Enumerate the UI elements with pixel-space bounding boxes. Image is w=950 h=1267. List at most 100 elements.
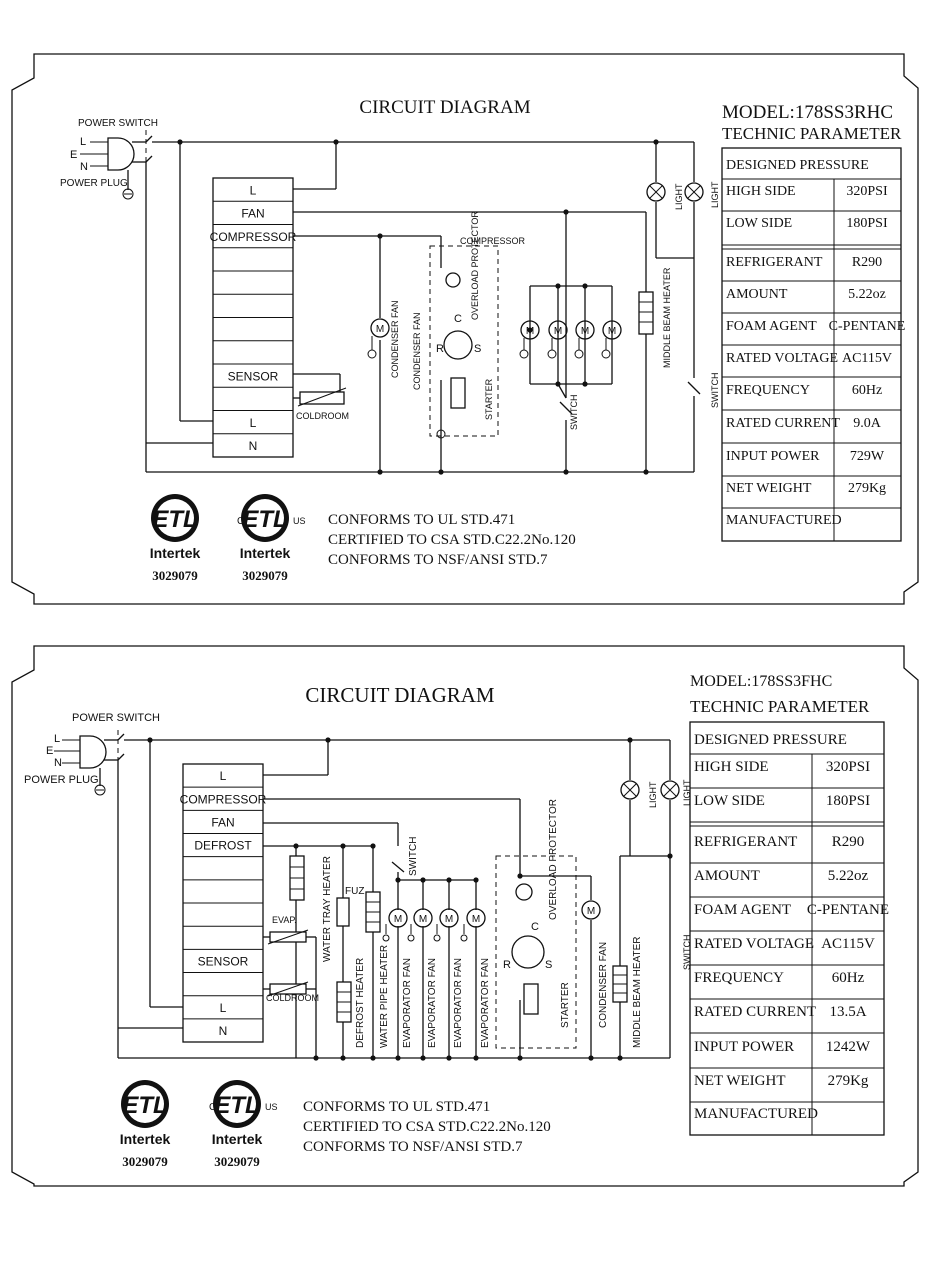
panel-1-param-label-10: MANUFACTURED: [726, 513, 842, 528]
panel-2-param-label-8: INPUT POWER: [694, 1039, 794, 1055]
panel-1-etl-us-1: US: [293, 516, 306, 526]
panel-1-param-label-4: FOAM AGENT: [726, 319, 817, 334]
panel-2-water-tray-heater-label: WATER TRAY HEATER: [322, 856, 333, 962]
panel-1-terminal-1: FAN: [241, 207, 264, 221]
panel-2-conformity-3: CONFORMS TO NSF/ANSI STD.7: [303, 1139, 523, 1155]
panel-2-etl-us-1: US: [265, 1102, 278, 1112]
panel-1-param-label-0: HIGH SIDE: [726, 184, 796, 199]
panel-2-terminal-1: COMPRESSOR: [180, 792, 267, 806]
panel-2-evap-fan-m-3: M: [472, 914, 480, 925]
panel-2-evap-fan-m-1: M: [419, 914, 427, 925]
panel-2-evap-fan-motor-3: [466, 908, 486, 928]
panel-2-title: CIRCUIT DIAGRAM: [305, 683, 495, 707]
panel-1-power-plug-label: POWER PLUG: [60, 178, 128, 189]
panel-1-model: MODEL:178SS3RHC: [722, 102, 893, 123]
panel-2-condenser-fan-label: CONDENSER FAN: [598, 942, 609, 1028]
panel-2-middle-beam-heater: MIDDLE BEAM HEATER: [612, 937, 643, 1048]
panel-1-param-value-8: 729W: [850, 449, 885, 464]
panel-1-power-switch-label: POWER SWITCH: [78, 118, 158, 129]
panel-1-switch-label-2: SWITCH: [710, 373, 720, 409]
panel-1-terminal-10: L: [250, 416, 257, 430]
panel-1-param-value-4: C-PENTANE: [829, 319, 906, 334]
panel-2-param-value-9: 279Kg: [828, 1073, 869, 1089]
panel-1-param-label-8: INPUT POWER: [726, 449, 820, 464]
panel-2-evap-label: EVAP.: [272, 915, 297, 925]
panel-2-heaters: WATER TRAY HEATER FUZ DEFROST HEATER WAT…: [289, 837, 419, 1048]
panel-1-evap-fan-m-2: M: [581, 326, 589, 337]
panel-1-starter-label: STARTER: [484, 378, 494, 420]
panel-1-param-label-3: AMOUNT: [726, 287, 788, 302]
panel-1-switch-label: SWITCH: [569, 395, 579, 431]
panel-1-power-plug: POWER SWITCH POWER PLUG L E N: [60, 118, 158, 200]
panel-2-param-label-4: FOAM AGENT: [694, 902, 791, 918]
panel-1-plug-l: L: [80, 136, 86, 148]
panel-1-condenser-fan-m: M: [376, 324, 384, 335]
panel-1-compressor-s: S: [474, 343, 481, 355]
panel-1-param-label-9: NET WEIGHT: [726, 481, 812, 496]
panel-1-param-value-7: 9.0A: [853, 416, 882, 431]
panel-1-param-value-2: R290: [852, 255, 882, 270]
panel-1-evap-fan-m-3: M: [608, 326, 616, 337]
panel-1-compressor-c: C: [454, 313, 462, 325]
panel-1-terminal-0: L: [250, 183, 257, 197]
panel-1-etl-number-0: 3029079: [152, 568, 198, 583]
panel-2-light-label-1: LIGHT: [648, 781, 658, 808]
panel-2-param-value-8: 1242W: [826, 1039, 871, 1055]
panel-2-evap-fan-motor-1: [413, 908, 433, 928]
panel-2-param-label-6: FREQUENCY: [694, 970, 784, 986]
panel-2-param-label-5: RATED VOLTAGE: [694, 936, 814, 952]
panel-2-param-value-6: 60Hz: [832, 970, 865, 986]
panel-2-fuz-label: FUZ: [345, 886, 364, 897]
panel-1-title: CIRCUIT DIAGRAM: [359, 97, 530, 118]
panel-1-param-label-6: FREQUENCY: [726, 383, 810, 398]
panel-1-param-value-0: 320PSI: [846, 184, 888, 199]
svg-text:ETL: ETL: [242, 506, 287, 533]
panel-2-water-pipe-heater-label: WATER PIPE HEATER: [379, 945, 390, 1048]
panel-1-designed-pressure: DESIGNED PRESSURE: [726, 158, 869, 173]
panel-1-technic: TECHNIC PARAMETER: [722, 124, 902, 143]
panel-2-terminal-8: SENSOR: [198, 955, 249, 969]
panel-2-evap-fan-m-2: M: [445, 914, 453, 925]
panel-2-compressor-c: C: [531, 921, 539, 933]
panel-2-sensors: EVAP. COLDROOM: [263, 915, 319, 1010]
panel-2-etl-number-0: 3029079: [122, 1154, 168, 1169]
panel-2-power-plug-label: POWER PLUG: [24, 774, 99, 786]
panel-1-middle-beam-heater: MIDDLE BEAM HEATER: [638, 267, 672, 368]
panel-1-middle-beam-heater-label: MIDDLE BEAM HEATER: [662, 267, 672, 368]
panel-2-compressor-r: R: [503, 959, 511, 971]
panel-2-power-switch-label: POWER SWITCH: [72, 712, 160, 724]
panel-1-condenser-fan-label: CONDENSER FAN: [390, 300, 400, 378]
panel-1-param-label-2: REFRIGERANT: [726, 255, 823, 270]
panel-2-border: [11, 645, 919, 1187]
panel-2-overload-label: OVERLOAD PROTECTOR: [548, 799, 559, 920]
panel-1-conformity: CONFORMS TO UL STD.471 CERTIFIED TO CSA …: [328, 512, 576, 568]
panel-2-param-label-10: MANUFACTURED: [694, 1106, 818, 1122]
svg-text:ETL: ETL: [214, 1092, 259, 1119]
panel-2-param-value-7: 13.5A: [829, 1004, 866, 1020]
panel-2-conformity: CONFORMS TO UL STD.471 CERTIFIED TO CSA …: [303, 1099, 551, 1155]
panel-1-etl-number-1: 3029079: [242, 568, 288, 583]
panel-2-switch-label-2: SWITCH: [682, 935, 692, 971]
panel-2-conformity-2: CERTIFIED TO CSA STD.C22.2No.120: [303, 1119, 551, 1135]
panel-2-defrost-heater-label: DEFROST HEATER: [355, 958, 366, 1048]
panel-2-evap-fan-label-0: EVAPORATOR FAN: [402, 958, 413, 1048]
panel-1-plug-e: E: [70, 149, 77, 161]
svg-text:ETL: ETL: [122, 1092, 167, 1119]
panel-2-etl-c-1: C: [209, 1102, 216, 1113]
panel-1-compressor-label: COMPRESSOR: [460, 236, 526, 246]
panel-2-param-label-1: LOW SIDE: [694, 793, 765, 809]
panel-2: CIRCUIT DIAGRAM MODEL:178SS3FHC TECHNIC …: [11, 645, 919, 1187]
panel-1-etl-c-1: C: [237, 516, 244, 527]
panel-2-terminal-0: L: [220, 769, 227, 783]
panel-2-terminal-10: L: [220, 1001, 227, 1015]
panel-2-param-value-3: 5.22oz: [828, 868, 869, 884]
panel-1-plug-n: N: [80, 161, 88, 173]
panel-1-light-label-1: LIGHT: [674, 183, 684, 210]
panel-2-plug-e: E: [46, 745, 53, 757]
